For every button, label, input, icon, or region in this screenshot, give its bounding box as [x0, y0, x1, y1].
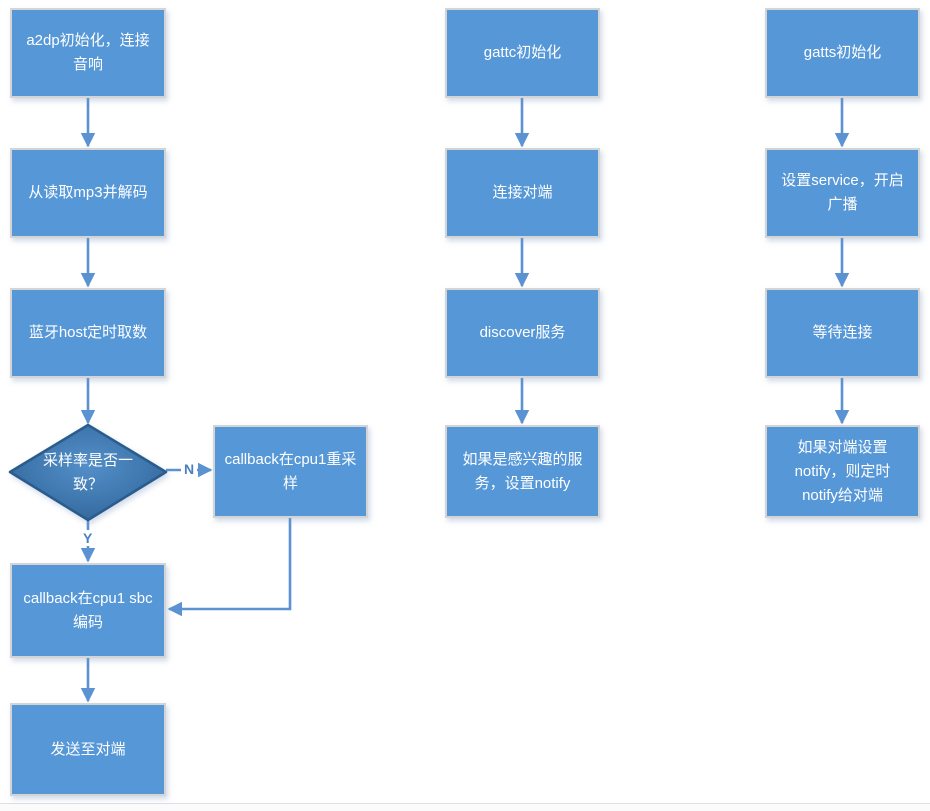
page-boundary-line	[0, 803, 930, 804]
node-gatts-init: gatts初始化	[765, 8, 920, 98]
node-a2dp-init: a2dp初始化，连接 音响	[10, 8, 166, 98]
page-margin-area	[0, 804, 930, 811]
node-setup-service-adv: 设置service，开启 广播	[765, 148, 920, 238]
node-discover-service: discover服务	[445, 288, 600, 378]
node-callback-resample: callback在cpu1重采 样	[213, 425, 368, 518]
node-callback-sbc-encode: callback在cpu1 sbc 编码	[10, 563, 166, 658]
decision-sample-rate-shape	[8, 423, 168, 522]
branch-label-yes: Y	[80, 530, 96, 546]
node-set-notify: 如果是感兴趣的服 务，设置notify	[445, 425, 600, 518]
node-connect-peer: 连接对端	[445, 148, 600, 238]
node-notify-peer: 如果对端设置 notify，则定时 notify给对端	[765, 425, 920, 518]
node-gattc-init: gattc初始化	[445, 8, 600, 98]
node-read-mp3-decode: 从读取mp3并解码	[10, 148, 166, 238]
arrow-resample-to-sbc	[170, 518, 292, 611]
decision-sample-rate-label: 采样率是否一 致？	[42, 451, 133, 493]
node-send-to-peer: 发送至对端	[10, 703, 166, 796]
branch-label-no: N	[181, 461, 198, 477]
node-bt-host-fetch: 蓝牙host定时取数	[10, 288, 166, 378]
node-wait-connect: 等待连接	[765, 288, 920, 378]
